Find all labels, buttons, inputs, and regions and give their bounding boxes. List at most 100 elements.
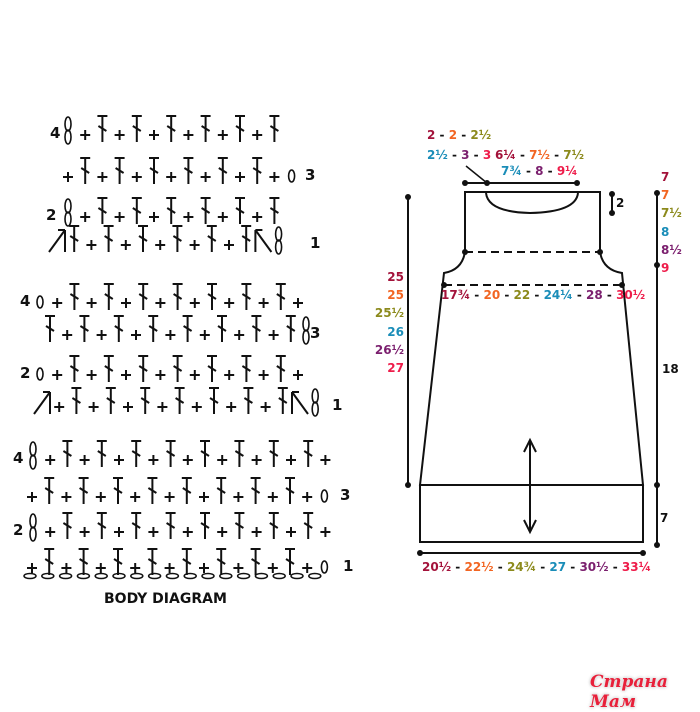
single-crochet-symbol [217,130,228,140]
single-crochet-symbol [302,492,313,502]
single-crochet-symbol [114,130,125,140]
double-crochet-symbol [138,283,149,310]
single-crochet-symbol [164,563,175,573]
single-crochet-symbol [27,492,37,502]
double-crochet-symbol [285,315,296,342]
neckline-curve [485,192,579,215]
separator: - [608,560,622,574]
row-number-label: 1 [343,557,354,575]
single-crochet-symbol [199,492,209,502]
single-crochet-symbol [286,455,296,465]
size-value: 2 [448,128,458,142]
single-crochet-symbol [61,563,72,573]
double-crochet-symbol [268,440,279,467]
double-crochet-symbol [140,387,151,414]
single-crochet-symbol [155,298,166,308]
separator: - [469,148,483,162]
single-crochet-symbol [293,370,303,380]
double-crochet-symbol [78,548,89,575]
single-crochet-symbol [80,130,91,140]
single-crochet-symbol [45,527,56,537]
row-number-label: 4 [13,449,24,467]
double-crochet-symbol [165,512,176,539]
single-crochet-symbol [79,527,90,537]
single-crochet-symbol [148,527,159,537]
stitch-row [36,283,303,310]
double-crochet-symbol [200,512,210,539]
size-value: 25 [387,270,404,284]
separator: - [500,288,514,302]
chain-2-symbol [302,316,310,345]
single-crochet-symbol [320,527,331,537]
size-value: 2 [427,128,436,142]
double-crochet-symbol [234,440,245,467]
single-crochet-symbol [45,455,56,465]
double-crochet-symbol [148,315,159,342]
single-crochet-symbol [320,455,331,465]
size-value: 7 [661,170,670,184]
single-crochet-symbol [258,370,269,380]
single-crochet-symbol [121,370,131,380]
stitch-row [33,387,320,417]
double-crochet-symbol [216,477,227,504]
single-crochet-symbol [149,130,159,140]
size-value: 24¼ [543,288,573,302]
single-crochet-symbol [155,370,166,380]
double-crochet-symbol [105,387,116,414]
double-crochet-symbol [113,548,123,575]
separator: - [493,560,507,574]
double-crochet-symbol [209,387,219,414]
watermark: Страна Мам [590,672,668,712]
single-crochet-symbol [131,330,141,340]
double-crochet-symbol [303,440,314,467]
single-crochet-symbol [182,527,193,537]
single-crochet-symbol [293,298,303,308]
size-value: 24¾ [506,560,537,574]
double-crochet-symbol [200,115,211,142]
double-crochet-symbol [69,283,80,310]
size-value: 26½ [374,342,404,357]
single-crochet-symbol [189,240,200,250]
single-crochet-symbol [97,172,108,182]
size-value: 9 [661,261,670,276]
size-value: 22 [513,288,531,302]
single-crochet-symbol [217,455,228,465]
double-crochet-symbol [183,157,194,184]
size-value: 9¼ [556,164,578,178]
double-crochet-symbol [206,225,217,252]
size-value: 7½ [529,148,550,162]
single-crochet-symbol [52,370,63,380]
double-crochet-symbol [243,387,254,414]
single-crochet-symbol [191,402,202,412]
single-crochet-symbol [120,240,131,250]
double-crochet-symbol [147,548,158,575]
double-crochet-symbol [207,283,217,310]
single-crochet-symbol [86,298,97,308]
single-crochet-symbol [165,330,176,340]
single-crochet-symbol [149,212,159,222]
single-crochet-symbol [269,172,280,182]
single-crochet-symbol [224,240,234,250]
size-value: 20½ [422,560,452,574]
neck-width-a-label: 6¼ - 7½ - 7½ [495,148,584,162]
double-crochet-symbol [78,477,89,504]
separator: - [515,148,530,162]
single-crochet-symbol [96,330,107,340]
single-crochet-symbol [114,527,124,537]
size-value: 3 [461,148,470,162]
arrow-heads [523,437,537,535]
size-value: 17¾ [441,288,471,302]
single-crochet-symbol [86,240,97,250]
double-crochet-symbol [216,548,227,575]
single-crochet-symbol [224,370,235,380]
size-value: 7 [661,188,670,203]
row-number-label: 3 [305,166,316,184]
double-crochet-symbol [131,440,142,467]
separator: - [447,148,462,162]
size-value: 7½ [661,206,682,221]
single-crochet-symbol [166,172,177,182]
single-crochet-symbol [80,212,91,222]
crochet-stitch-diagram [23,115,331,580]
single-crochet-symbol [235,172,245,182]
